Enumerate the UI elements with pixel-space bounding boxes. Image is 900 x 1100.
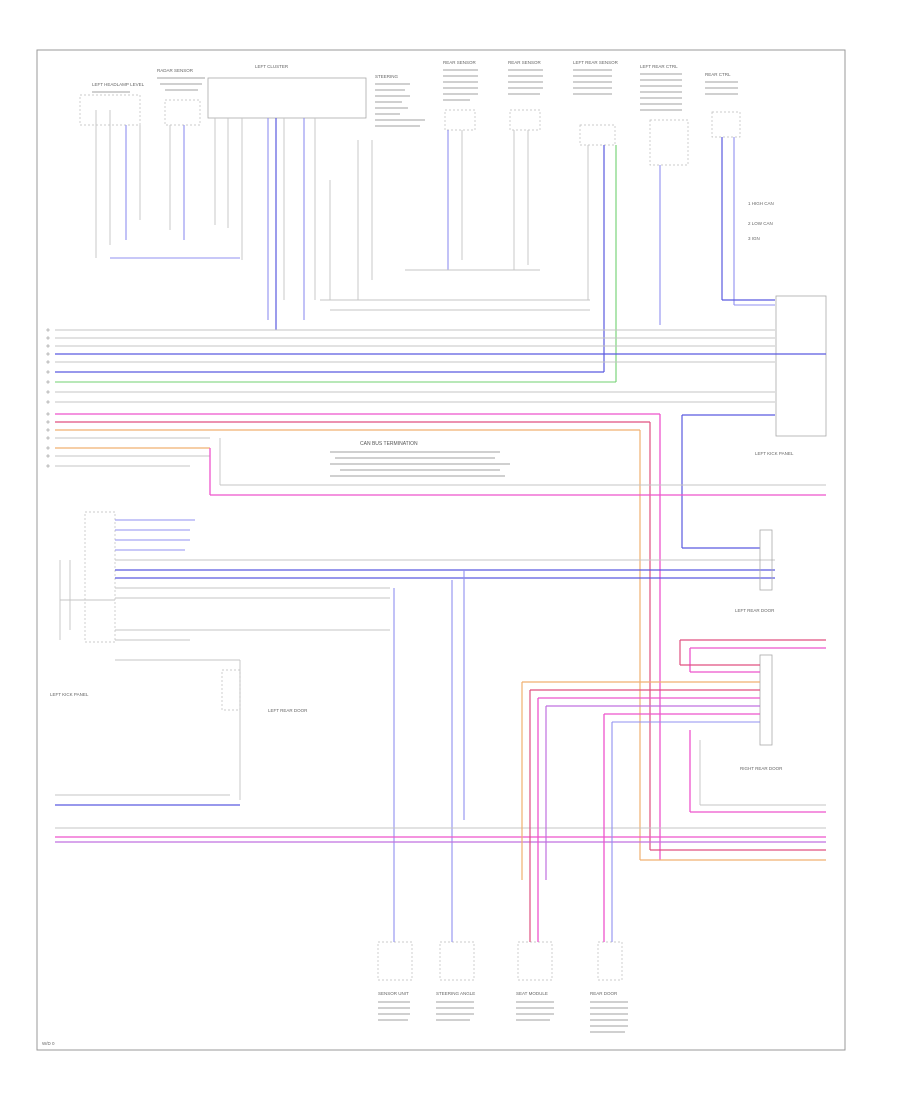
right-connector-label-1: LEFT KICK PANEL	[755, 451, 794, 456]
left-connector-box	[84, 511, 116, 643]
bottom-component-3: SEAT MODULE	[516, 991, 548, 996]
bottom-component-box-1	[377, 941, 413, 981]
connector-box-8	[711, 111, 741, 138]
center-blue-risers	[393, 570, 465, 880]
top-vertical-wires	[95, 110, 735, 382]
legend-note: LEFT REAR DOOR	[268, 708, 308, 713]
top-component-8: LEFT REAR CTRL	[640, 64, 678, 69]
connector-box-3	[207, 77, 367, 119]
right-connector-label-3: RIGHT REAR DOOR	[740, 766, 783, 771]
connector-box-2	[164, 99, 201, 126]
bottom-component-2: STEERING ANGLE	[436, 991, 475, 996]
legend: 1 HIGH CAN 2 LOW CAN 3 IGN	[748, 201, 774, 241]
bottom-component-box-2	[439, 941, 475, 981]
top-component-5: REAR SENSOR	[443, 60, 477, 65]
lower-left-module: LEFT REAR DOOR	[55, 659, 308, 806]
right-riser-wires	[209, 414, 826, 860]
top-component-labels: LEFT HEADLAMP LEVEL RADAR SENSOR LEFT CL…	[92, 60, 731, 87]
connector-box-6	[579, 124, 616, 146]
right-connector-mid: LEFT REAR DOOR	[682, 529, 775, 613]
main-bus-wires	[55, 329, 826, 467]
right-connector-lower: RIGHT REAR DOOR	[521, 639, 826, 880]
top-component-1: LEFT HEADLAMP LEVEL	[92, 82, 145, 87]
lower-bus-wires	[55, 827, 826, 861]
bottom-component-1: SENSOR UNIT	[378, 991, 409, 996]
top-stub-wires	[110, 257, 775, 311]
bottom-components: SENSOR UNIT STEERING ANGLE SEAT MODULE R…	[377, 880, 628, 1033]
connector-box-5	[509, 109, 541, 131]
legend-item-3: 3 IGN	[748, 236, 760, 241]
bottom-component-box-3	[517, 941, 553, 981]
center-note-text: CAN BUS TERMINATION	[360, 441, 418, 447]
right-connector-box-3	[759, 654, 773, 746]
right-connector-label-2: LEFT REAR DOOR	[735, 608, 775, 613]
left-connector-label-1: LEFT KICK PANEL	[50, 692, 89, 697]
connector-box-7	[649, 119, 689, 166]
top-component-7: LEFT REAR SENSOR	[573, 60, 619, 65]
top-component-4: STEERING	[375, 74, 399, 79]
left-edge-pins	[46, 328, 50, 468]
bottom-component-4: REAR DOOR	[590, 991, 618, 996]
diagram-frame	[36, 49, 846, 1051]
top-component-3: LEFT CLUSTER	[255, 64, 289, 69]
page-ref: W/D 0	[42, 1041, 55, 1046]
legend-item-2: 2 LOW CAN	[748, 221, 773, 226]
right-connector-top: LEFT KICK PANEL	[755, 295, 827, 456]
right-connector-box-2	[759, 529, 773, 591]
top-component-6: REAR SENSOR	[508, 60, 542, 65]
top-label-detail-lines	[92, 69, 738, 127]
center-note: CAN BUS TERMINATION	[330, 441, 510, 477]
left-middle-connector: LEFT KICK PANEL	[50, 511, 775, 697]
right-connector-box-1	[775, 295, 827, 437]
top-component-2: RADAR SENSOR	[157, 68, 194, 73]
top-component-9: REAR CTRL	[705, 72, 731, 77]
bottom-component-box-4	[597, 941, 623, 981]
lower-left-module-box	[221, 669, 241, 711]
legend-item-1: 1 HIGH CAN	[748, 201, 774, 206]
connector-box-4	[444, 109, 476, 131]
